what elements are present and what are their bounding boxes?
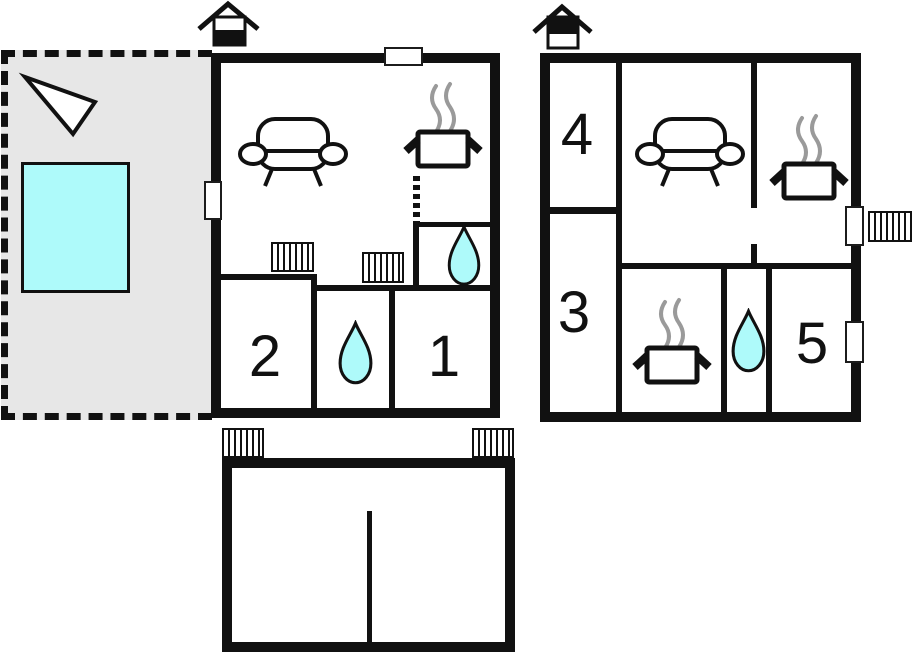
sofa-icon xyxy=(238,117,348,187)
room-number-4: 4 xyxy=(560,102,594,167)
chimney-icon xyxy=(197,0,260,47)
wall-bottomrooms-top xyxy=(622,263,851,269)
wall-bath1-right xyxy=(389,291,395,408)
wall-kitchen-lower xyxy=(751,244,757,269)
wall-kitchen2-bath xyxy=(721,269,727,412)
radiator-icon xyxy=(472,428,514,458)
window-opening xyxy=(384,47,423,66)
stove-icon xyxy=(632,298,712,385)
door-opening xyxy=(204,181,222,220)
north-arrow-icon xyxy=(18,72,99,138)
wall-annex-divider xyxy=(367,511,372,642)
room-number-3: 3 xyxy=(557,280,591,345)
wall-bath2-top xyxy=(413,222,490,227)
stove-icon xyxy=(403,82,483,169)
radiator-icon xyxy=(868,211,912,242)
room-number-5: 5 xyxy=(795,311,829,376)
wall-bath1-top xyxy=(317,285,490,291)
chimney-icon xyxy=(532,3,593,50)
water-drop-icon xyxy=(447,224,481,286)
door-opening xyxy=(845,206,864,246)
wall-room2-right xyxy=(311,274,317,408)
wall-left-column xyxy=(616,63,622,412)
sofa-icon xyxy=(635,117,745,187)
wall-room4-bottom xyxy=(550,207,616,214)
door-opening xyxy=(845,321,864,363)
radiator-icon xyxy=(222,428,264,458)
radiator-icon xyxy=(362,252,404,283)
stairs-marker-icon xyxy=(413,176,420,222)
room-number-2: 2 xyxy=(248,324,282,389)
wall-kitchen-upper xyxy=(751,63,757,208)
room-number-1: 1 xyxy=(427,324,461,389)
stove-icon xyxy=(769,114,849,201)
water-drop-icon xyxy=(731,308,766,373)
wall-room2-top xyxy=(221,274,317,280)
pool xyxy=(21,162,130,293)
wall-bath2-left xyxy=(413,227,419,285)
water-drop-icon xyxy=(338,320,373,385)
radiator-icon xyxy=(271,242,314,272)
wall-bath-room5 xyxy=(766,269,772,412)
